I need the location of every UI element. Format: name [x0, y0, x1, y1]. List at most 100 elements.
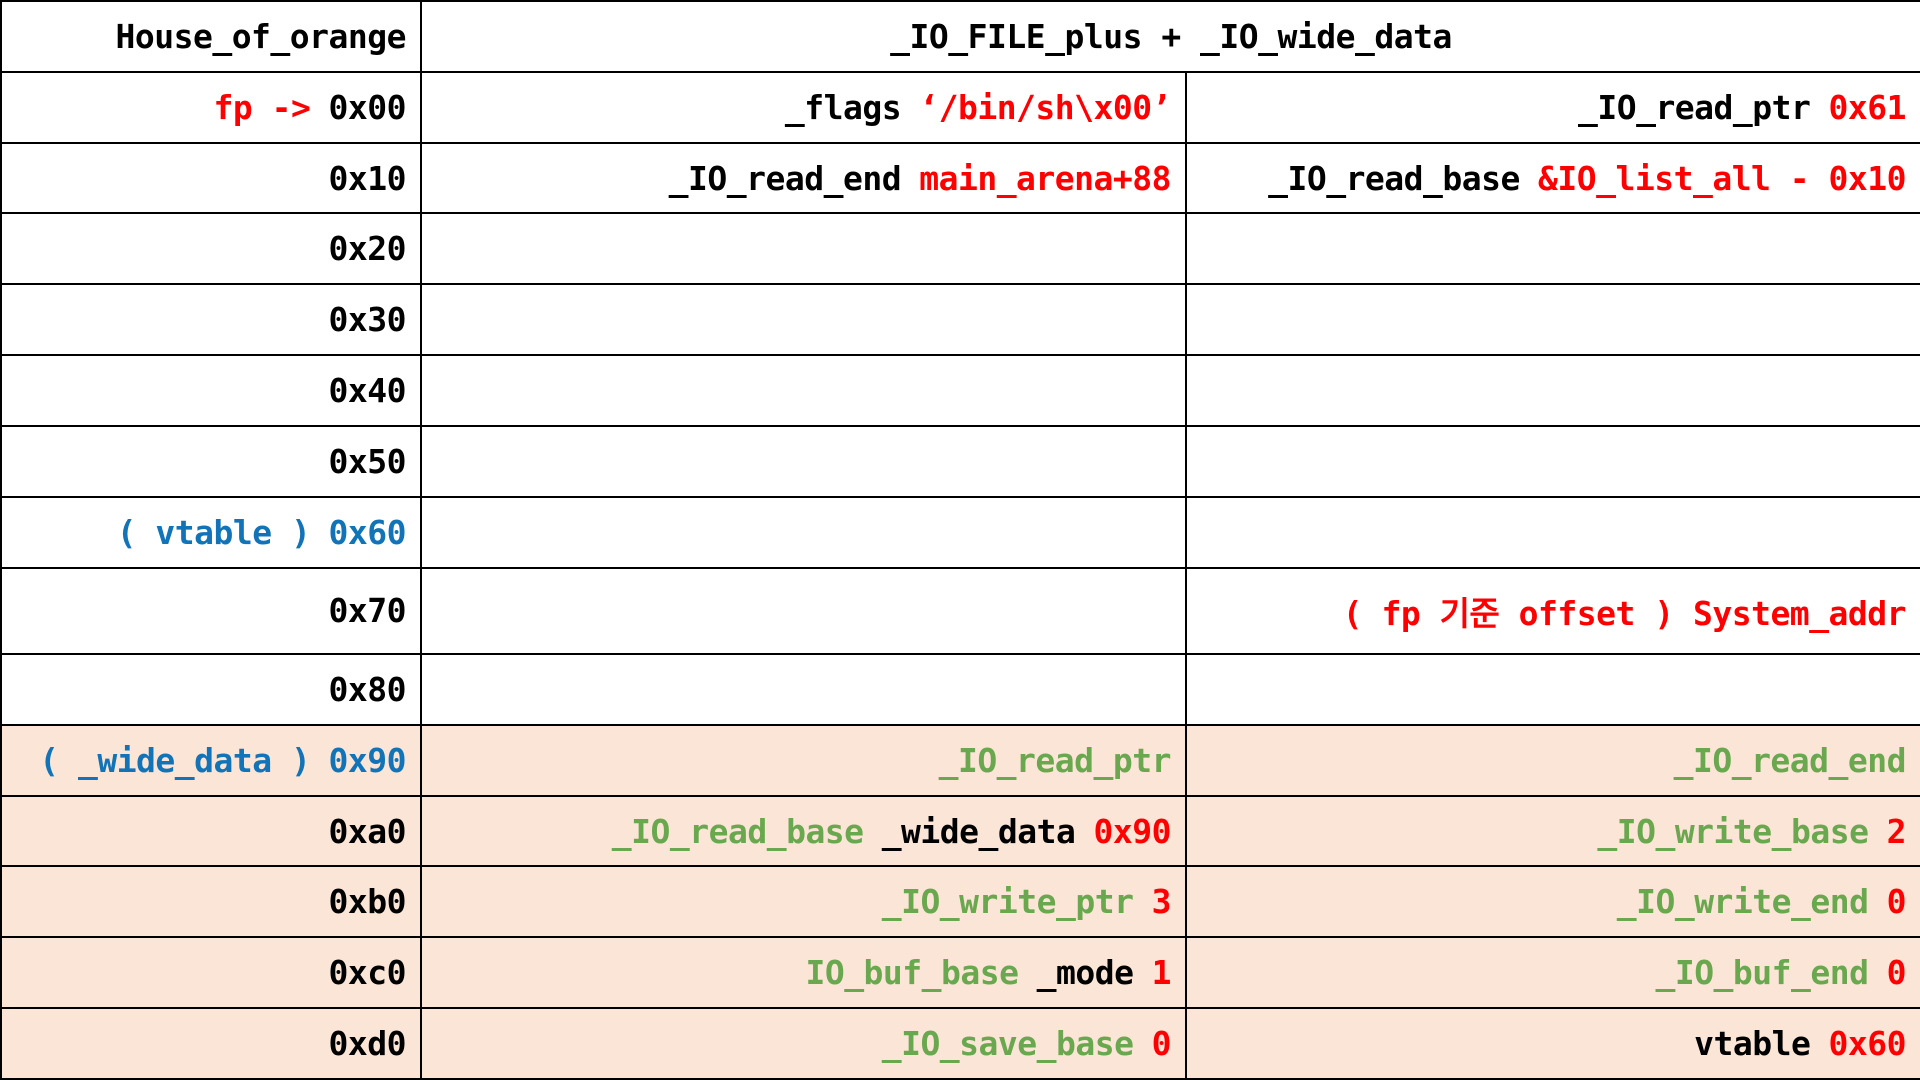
table-row: ( _wide_data ) 0x90 _IO_read_ptr _IO_read_e… — [0, 723, 1920, 797]
diagram-title: House_of_orange — [0, 0, 422, 73]
field-cell-mid-row-0x00: _flags ‘/bin/sh\x00’ — [420, 70, 1187, 144]
right-part-1: 2 — [1886, 811, 1907, 851]
mid-part-1: 3 — [1151, 882, 1172, 922]
right-part-0: _IO_write_end — [1616, 882, 1869, 922]
offset-value: 0x40 — [328, 371, 407, 411]
field-cell-mid-row-0x40 — [420, 354, 1187, 427]
offset-value: 0xd0 — [328, 1024, 407, 1064]
offset-cell-row-0x90: ( _wide_data ) 0x90 — [0, 723, 422, 797]
offset-cell-row-0x00: fp -> 0x00 — [0, 70, 422, 144]
mid-part-1: _wide_data — [881, 811, 1076, 851]
field-cell-mid-row-0xb0: _IO_write_ptr 3 — [420, 865, 1187, 939]
offset-value: 0x20 — [328, 229, 407, 269]
offset-cell-row-0x10: 0x10 — [0, 141, 422, 215]
field-cell-right-row-0x70: ( fp 기준 offset ) System_addr — [1184, 566, 1920, 656]
table-row: 0x40 — [0, 354, 1920, 427]
mid-part-0: _flags — [784, 87, 902, 127]
field-cell-right-row-0x90: _IO_read_end — [1184, 723, 1920, 797]
struct-title: _IO_FILE_plus + _IO_wide_data — [419, 0, 1920, 73]
offset-value: 0x50 — [328, 441, 407, 481]
table-row: 0xc0 IO_buf_base _mode 1 _IO_buf_end 0 — [0, 936, 1920, 1010]
header-row: House_of_orange _IO_FILE_plus + _IO_wide… — [0, 0, 1920, 73]
field-cell-mid-row-0xd0: _IO_save_base 0 — [420, 1007, 1187, 1080]
mid-part-1: _mode — [1036, 953, 1134, 993]
field-cell-right-row-0xa0: _IO_write_base 2 — [1184, 794, 1920, 868]
offset-cell-row-0xc0: 0xc0 — [0, 936, 422, 1010]
offset-cell-row-0x30: 0x30 — [0, 283, 422, 357]
right-part-0: ( fp 기준 offset ) System_addr — [1342, 593, 1907, 633]
mid-part-2: 1 — [1151, 953, 1172, 993]
offset-cell-row-0x20: 0x20 — [0, 212, 422, 286]
right-part-1: 0 — [1886, 882, 1907, 922]
mid-part-1: main_arena+88 — [919, 158, 1171, 198]
mid-part-0: _IO_read_base — [611, 811, 864, 851]
offset-value: 0x10 — [328, 158, 407, 198]
field-cell-right-row-0x10: _IO_read_base&IO_list_all - 0x10 — [1184, 141, 1920, 215]
table-row: 0xd0 _IO_save_base 0 vtable 0x60 — [0, 1007, 1920, 1080]
offset-value: 0x60 — [328, 512, 407, 552]
right-part-0: _IO_read_base — [1268, 158, 1520, 198]
field-cell-right-row-0x60 — [1184, 495, 1920, 569]
offset-value: 0xa0 — [328, 811, 407, 851]
mid-part-1: ‘/bin/sh\x00’ — [919, 87, 1171, 127]
offset-prefix: ( vtable ) — [116, 512, 311, 552]
mid-part-1: 0 — [1151, 1024, 1172, 1064]
right-part-1: 0x60 — [1828, 1024, 1907, 1064]
field-cell-right-row-0x40 — [1184, 354, 1920, 427]
table-row: 0xb0 _IO_write_ptr 3 _IO_write_end 0 — [0, 865, 1920, 939]
offset-value: 0x90 — [328, 740, 407, 780]
right-part-0: _IO_read_end — [1673, 740, 1907, 780]
offset-value: 0xb0 — [328, 882, 407, 922]
table-row: 0x70 ( fp 기준 offset ) System_addr — [0, 566, 1920, 656]
field-cell-right-row-0xb0: _IO_write_end 0 — [1184, 865, 1920, 939]
offset-value: 0x30 — [328, 300, 407, 340]
field-cell-mid-row-0xa0: _IO_read_base _wide_data 0x90 — [420, 794, 1187, 868]
field-cell-mid-row-0x50 — [420, 424, 1187, 498]
field-cell-right-row-0x50 — [1184, 424, 1920, 498]
mid-part-0: _IO_read_ptr — [938, 740, 1172, 780]
field-cell-mid-row-0x60 — [420, 495, 1187, 569]
right-part-1: 0 — [1886, 953, 1907, 993]
table-row: fp -> 0x00 _flags ‘/bin/sh\x00’ _IO_read_ptr… — [0, 70, 1920, 144]
field-cell-right-row-0xc0: _IO_buf_end 0 — [1184, 936, 1920, 1010]
mid-part-0: _IO_write_ptr — [881, 882, 1134, 922]
mid-part-2: 0x90 — [1093, 811, 1172, 851]
field-cell-mid-row-0x20 — [420, 212, 1187, 286]
offset-cell-row-0x60: ( vtable ) 0x60 — [0, 495, 422, 569]
table-row: 0x20 — [0, 212, 1920, 286]
field-cell-mid-row-0x70 — [420, 566, 1187, 656]
right-part-0: _IO_write_base — [1597, 811, 1869, 851]
field-cell-right-row-0x20 — [1184, 212, 1920, 286]
offset-value: 0x00 — [328, 87, 407, 127]
offset-prefix: ( _wide_data ) — [39, 740, 311, 780]
table-row: ( vtable ) 0x60 — [0, 495, 1920, 569]
offset-value: 0xc0 — [328, 953, 407, 993]
table-row: 0x50 — [0, 424, 1920, 498]
field-cell-mid-row-0x30 — [420, 283, 1187, 357]
field-cell-right-row-0x80 — [1184, 653, 1920, 726]
offset-prefix: fp -> — [213, 87, 311, 127]
right-part-0: vtable — [1694, 1024, 1811, 1064]
offset-value: 0x80 — [328, 669, 407, 709]
right-part-1: 0x61 — [1828, 87, 1907, 127]
right-part-0: _IO_buf_end — [1655, 953, 1869, 993]
offset-cell-row-0xb0: 0xb0 — [0, 865, 422, 939]
field-cell-mid-row-0xc0: IO_buf_base _mode 1 — [420, 936, 1187, 1010]
table-row: 0x80 — [0, 653, 1920, 726]
field-cell-right-row-0x00: _IO_read_ptr 0x61 — [1184, 70, 1920, 144]
table-row: 0x10 _IO_read_end main_arena+88 _IO_read_ba… — [0, 141, 1920, 215]
offset-cell-row-0xa0: 0xa0 — [0, 794, 422, 868]
field-cell-mid-row-0x90: _IO_read_ptr — [420, 723, 1187, 797]
table-row: 0xa0 _IO_read_base _wide_data 0x90 _IO_write… — [0, 794, 1920, 868]
offset-cell-row-0x40: 0x40 — [0, 354, 422, 427]
mid-part-0: _IO_read_end — [668, 158, 902, 198]
offset-value: 0x70 — [328, 591, 407, 631]
table-row: 0x30 — [0, 283, 1920, 357]
mid-part-0: _IO_save_base — [881, 1024, 1134, 1064]
right-part-1: &IO_list_all - 0x10 — [1538, 158, 1907, 198]
mid-part-0: IO_buf_base — [805, 953, 1019, 993]
right-part-0: _IO_read_ptr — [1577, 87, 1811, 127]
offset-cell-row-0x80: 0x80 — [0, 653, 422, 726]
